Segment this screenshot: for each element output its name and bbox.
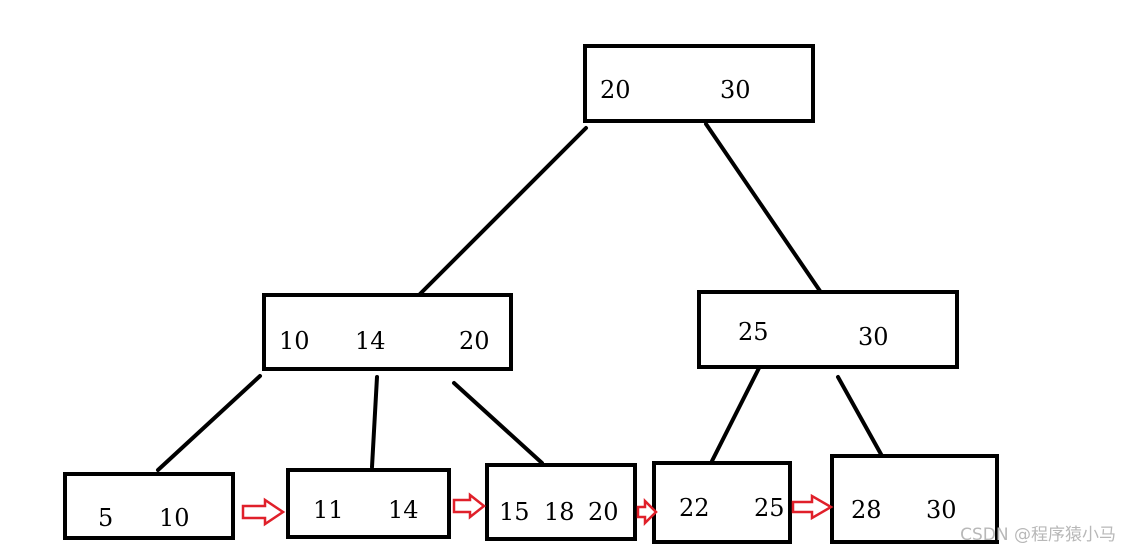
internal-left-key-1: 10 <box>279 327 310 355</box>
leaf-node-2: 11 14 <box>286 468 451 539</box>
edge-internal-left-to-leaf-2 <box>370 375 379 469</box>
leaf-2-key-1: 11 <box>313 496 344 524</box>
edge-internal-right-to-leaf-4 <box>710 366 761 463</box>
leaf-links <box>241 492 834 527</box>
leaf-node-3-box <box>485 463 637 541</box>
edge-internal-right-to-leaf-5 <box>836 375 884 458</box>
edge-root-to-internal-right <box>704 122 822 293</box>
internal-node-left-box <box>262 293 513 371</box>
root-node-box <box>583 44 815 123</box>
leaf-node-1-box <box>63 472 235 540</box>
leaf-4-key-2: 25 <box>754 494 785 522</box>
internal-left-key-3: 20 <box>459 327 490 355</box>
root-key-2: 30 <box>720 76 751 104</box>
leaf-link-arrow-2-3 <box>452 492 487 520</box>
leaf-node-4: 22 25 <box>652 461 792 544</box>
root-node: 20 30 <box>583 44 815 123</box>
leaf-3-key-2: 18 <box>544 498 575 526</box>
leaf-node-5: 28 30 <box>830 454 999 544</box>
leaf-node-1: 5 10 <box>63 472 235 540</box>
leaf-link-arrow-1-2 <box>241 497 286 527</box>
leaf-2-key-2: 14 <box>388 496 419 524</box>
internal-left-key-2: 14 <box>355 327 386 355</box>
internal-right-key-2: 30 <box>858 323 889 351</box>
leaf-node-5-box <box>830 454 999 544</box>
tree-edges <box>156 122 884 472</box>
leaf-5-key-2: 30 <box>926 496 957 524</box>
leaf-3-key-3: 20 <box>588 498 619 526</box>
leaf-1-key-1: 5 <box>98 504 113 532</box>
root-key-1: 20 <box>600 76 631 104</box>
leaf-1-key-2: 10 <box>159 504 190 532</box>
edge-internal-left-to-leaf-3 <box>452 381 544 465</box>
leaf-node-2-box <box>286 468 451 539</box>
internal-right-key-1: 25 <box>738 318 769 346</box>
leaf-node-3: 15 18 20 <box>485 463 637 541</box>
leaf-4-key-1: 22 <box>679 494 710 522</box>
edge-root-to-internal-left <box>418 126 588 296</box>
edge-internal-left-to-leaf-1 <box>156 374 262 472</box>
leaf-link-arrow-4-5 <box>791 493 834 521</box>
csdn-watermark: CSDN @程序猿小马 <box>960 525 1116 545</box>
internal-node-right-box <box>697 290 959 369</box>
leaf-3-key-1: 15 <box>499 498 530 526</box>
internal-node-left: 10 14 20 <box>262 293 513 371</box>
internal-node-right: 25 30 <box>697 290 959 369</box>
leaf-node-4-box <box>652 461 792 544</box>
leaf-link-arrow-3-4 <box>636 497 658 527</box>
leaf-5-key-1: 28 <box>851 496 882 524</box>
